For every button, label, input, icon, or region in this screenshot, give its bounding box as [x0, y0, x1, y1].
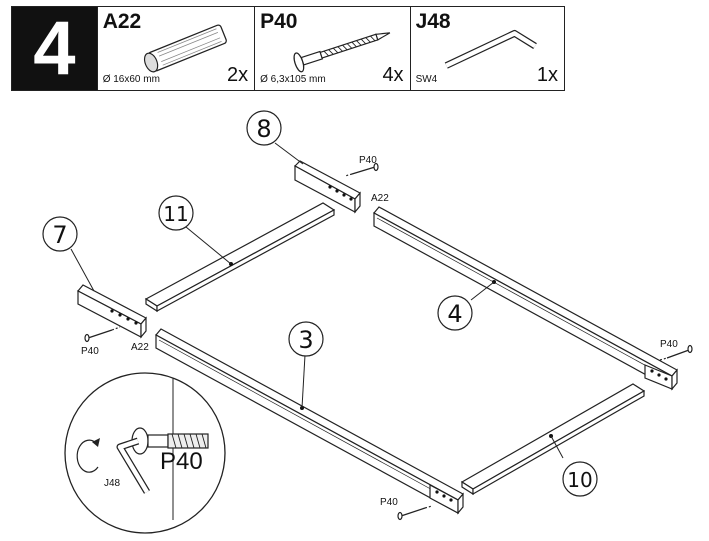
callout-10: 10 [562, 461, 598, 497]
part-cell-j48: J48 SW4 1x [409, 7, 564, 90]
slat-part-11 [144, 202, 336, 313]
end-block-part-7 [77, 284, 147, 339]
detail-inset: P40 J48 [64, 372, 226, 534]
detail-key-label: J48 [104, 478, 121, 489]
part-code: P40 [260, 10, 298, 33]
screw-right [659, 344, 693, 361]
part-spec: Ø 16x60 mm [102, 74, 160, 85]
label-dowel-top: A22 [371, 193, 389, 204]
part-spec: Ø 6,3x105 mm [260, 74, 326, 85]
callout-11: 11 [158, 195, 194, 231]
label-dowel-left: A22 [131, 342, 149, 353]
svg-text:11: 11 [163, 202, 188, 226]
parts-list-header: 4 A22 Ø 16x60 mm 2x [11, 6, 565, 91]
step-number: 4 [12, 7, 97, 90]
svg-text:7: 7 [52, 221, 67, 249]
callout-8: 8 [246, 110, 282, 146]
callout-7: 7 [42, 216, 78, 252]
svg-text:3: 3 [298, 326, 313, 354]
dowel-icon [143, 24, 227, 73]
part-qty: 1x [536, 64, 558, 86]
part-spec: SW4 [415, 74, 438, 85]
part-qty: 4x [382, 64, 404, 86]
slat-part-10 [460, 383, 646, 496]
label-screw-left: P40 [81, 346, 99, 357]
part-code: A22 [102, 10, 142, 33]
part-cell-p40: P40 Ø 6,3x105 mm 4x [254, 7, 409, 90]
svg-text:4: 4 [447, 300, 462, 328]
screw-left [84, 326, 121, 343]
svg-text:8: 8 [256, 115, 271, 143]
part-cell-a22: A22 Ø 16x60 mm 2x [96, 7, 254, 90]
callout-3: 3 [288, 321, 324, 357]
screw-icon [293, 32, 391, 73]
allen-key-icon [444, 29, 537, 69]
part-qty: 2x [227, 64, 249, 86]
svg-text:10: 10 [567, 468, 592, 492]
part-code: J48 [415, 10, 451, 33]
label-screw-right: P40 [660, 339, 678, 350]
detail-screw-label: P40 [160, 448, 203, 475]
callout-4: 4 [437, 295, 473, 331]
screw-top [344, 162, 379, 177]
rail-part-4 [373, 206, 678, 391]
screw-bottom [397, 505, 433, 521]
label-screw-bottom: P40 [380, 497, 398, 508]
label-screw-top: P40 [359, 155, 377, 166]
end-block-part-8 [294, 160, 361, 214]
